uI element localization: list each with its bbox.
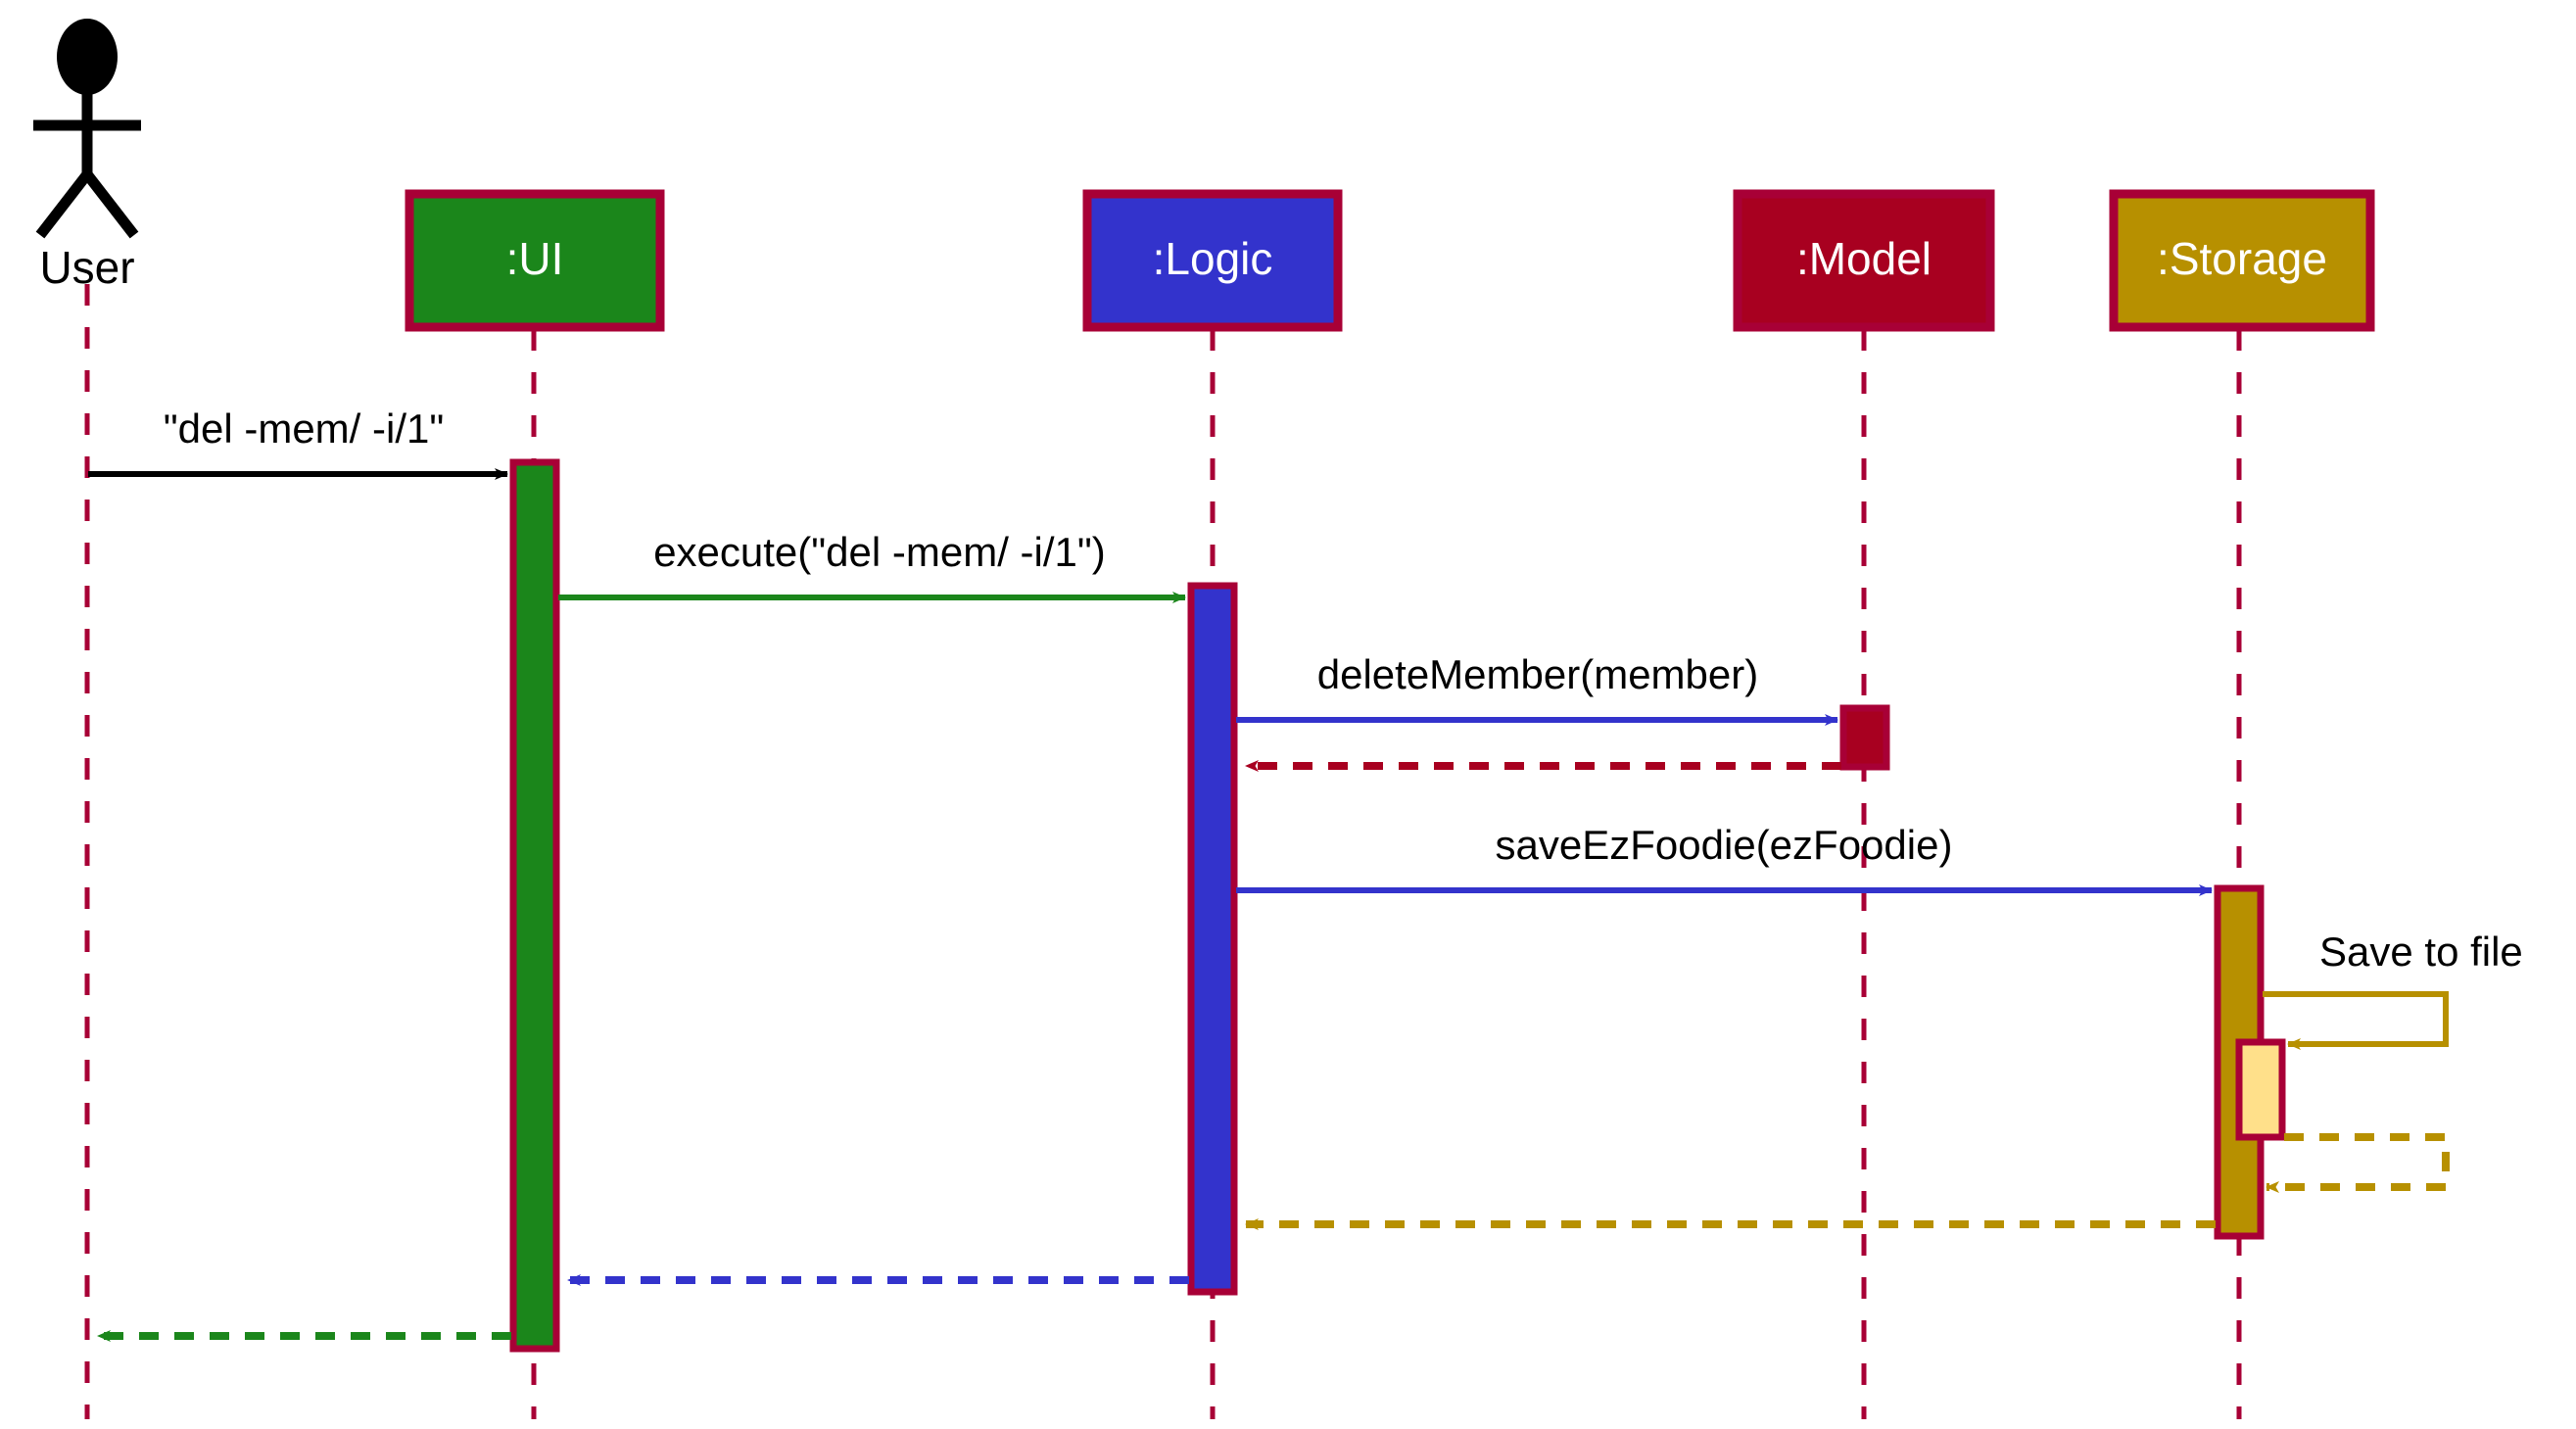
- participant-box-model-rect[interactable]: [1733, 189, 1995, 332]
- participant-label-model: :Model: [1796, 233, 1932, 284]
- message-logic-to-storage[interactable]: saveEzFoodie(ezFoodie): [1236, 822, 2213, 896]
- message-label-m5: saveEzFoodie(ezFoodie): [1496, 822, 1953, 868]
- participant-box-logic[interactable]: :Logic: [1082, 189, 1343, 332]
- message-line-m6: [2263, 991, 2449, 1050]
- message-line-m7: [2266, 1133, 2450, 1193]
- activation-bar-storage-nested[interactable]: [2235, 1038, 2286, 1141]
- participant-box-logic-rect[interactable]: [1082, 189, 1343, 332]
- message-storage-self-save[interactable]: Save to file: [2263, 929, 2523, 1050]
- activation-bar-model[interactable]: [1839, 704, 1890, 771]
- participant-box-ui-rect[interactable]: [405, 189, 665, 332]
- message-label-m3: deleteMember(member): [1317, 651, 1758, 697]
- participant-box-model[interactable]: :Model: [1733, 189, 1995, 332]
- message-ui-to-logic[interactable]: execute("del -mem/ -i/1"): [558, 529, 1186, 603]
- message-storage-self-return[interactable]: [2266, 1133, 2450, 1193]
- participant-label-storage: :Storage: [2157, 233, 2327, 284]
- participant-label-user: User: [39, 242, 134, 293]
- participant-box-storage[interactable]: :Storage: [2109, 189, 2375, 332]
- message-label-m2: execute("del -mem/ -i/1"): [653, 529, 1106, 575]
- actor-head-icon: [57, 19, 118, 95]
- actor-user: User: [33, 19, 141, 293]
- participant-label-logic: :Logic: [1153, 233, 1273, 284]
- participant-label-ui: :UI: [506, 233, 564, 284]
- actor-leg-right-icon: [82, 170, 139, 239]
- message-user-to-ui[interactable]: "del -mem/ -i/1": [88, 405, 508, 480]
- participant-box-storage-rect[interactable]: [2109, 189, 2375, 332]
- message-label-m6: Save to file: [2319, 929, 2523, 975]
- participant-box-ui[interactable]: :UI: [405, 189, 665, 332]
- message-logic-to-model[interactable]: deleteMember(member): [1236, 651, 1838, 726]
- message-label-m1: "del -mem/ -i/1": [164, 405, 445, 452]
- activation-bar-logic[interactable]: [1187, 582, 1238, 1296]
- activation-bars-group: [509, 458, 2286, 1353]
- activation-bar-ui[interactable]: [509, 458, 560, 1353]
- actor-leg-left-icon: [35, 170, 92, 239]
